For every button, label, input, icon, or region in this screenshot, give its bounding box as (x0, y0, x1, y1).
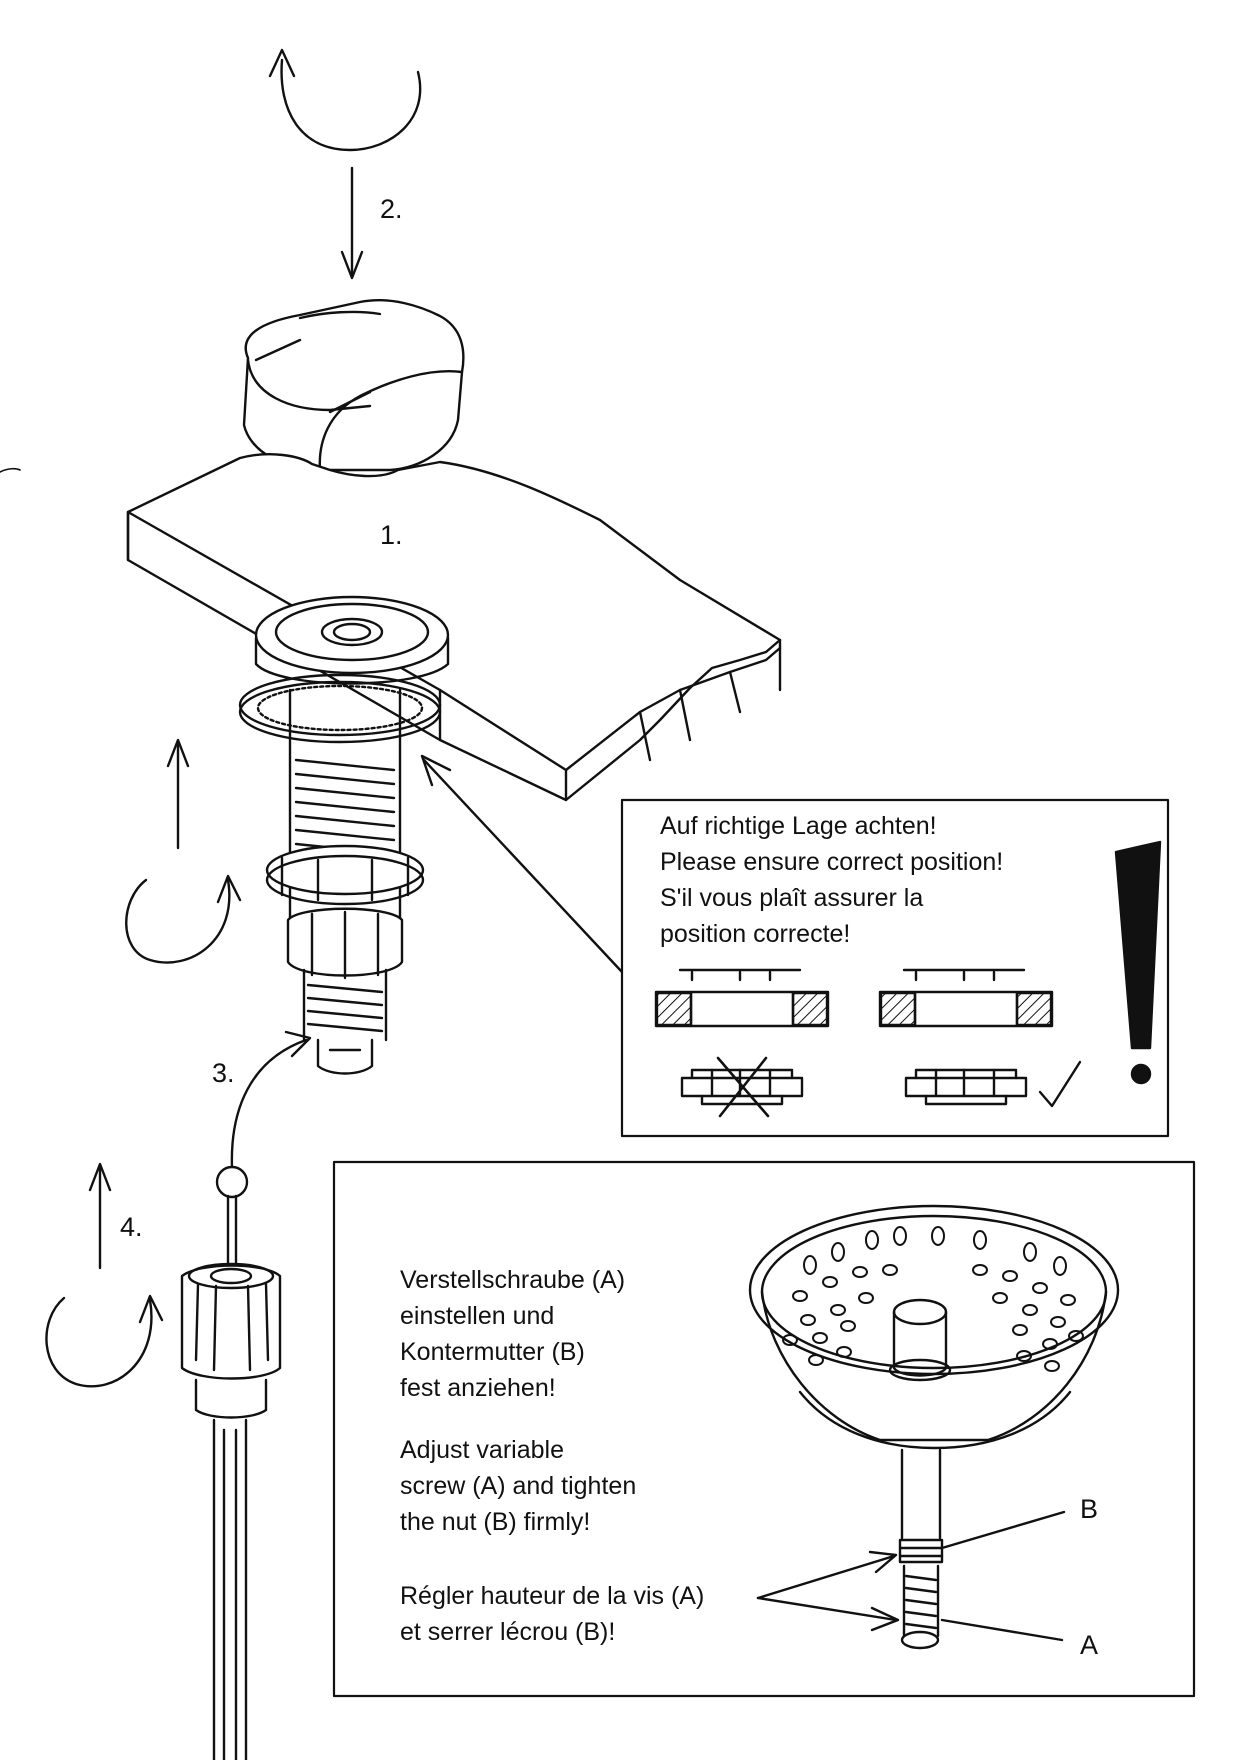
drain-flange (254, 595, 450, 685)
label-a: A (1080, 1630, 1099, 1660)
adjust-line: et serrer lécrou (B)! (400, 1618, 616, 1646)
rotate-arrow-step-4-icon (45, 1294, 164, 1388)
leader-line-b (940, 1510, 1066, 1550)
notice-line: Auf richtige Lage achten! (660, 812, 937, 840)
notice-text: Auf richtige Lage achten! Please ensure … (660, 808, 1003, 952)
strainer-basket (748, 1204, 1120, 1650)
adjust-line: Adjust variable (400, 1436, 564, 1464)
position-diagram-correct (878, 968, 1054, 1106)
notice-line: S'il vous plaît assurer la (660, 884, 924, 912)
step-label-2: 2. (380, 194, 403, 224)
adjust-line: screw (A) and tighten (400, 1472, 637, 1500)
notice-line: Please ensure correct position! (660, 848, 1004, 876)
checkmark-icon (1038, 1060, 1082, 1108)
up-arrow-body (166, 738, 190, 850)
step-label-1: 1. (380, 520, 403, 550)
leader-line-a (940, 1618, 1064, 1642)
position-diagram-wrong (654, 968, 830, 1118)
label-b: B (1080, 1494, 1099, 1524)
countertop-slab (126, 453, 782, 802)
step-label-3: 3. (212, 1058, 235, 1088)
adjust-line: Verstellschraube (A) (400, 1266, 626, 1294)
pointer-arrows-screw (756, 1550, 900, 1632)
up-arrow-step-4 (88, 1162, 112, 1270)
adjust-text-fr: Régler hauteur de la vis (A) et serrer l… (400, 1578, 704, 1650)
cable-connector (180, 1165, 282, 1760)
adjust-line: Kontermutter (B) (400, 1338, 585, 1366)
adjust-line: fest anziehen! (400, 1374, 556, 1402)
control-knob (242, 298, 465, 472)
pointer-arrow-washer (420, 754, 624, 974)
adjust-line: the nut (B) firmly! (400, 1508, 591, 1536)
adjust-text-de: Verstellschraube (A) einstellen und Kont… (400, 1262, 625, 1406)
warning-exclamation-icon (1114, 840, 1162, 1085)
adjust-line: einstellen und (400, 1302, 555, 1330)
rotate-arrow-body-icon (125, 874, 242, 964)
sealing-washer (238, 673, 442, 744)
step-label-4: 4. (120, 1212, 143, 1242)
notice-line: position correcte! (660, 920, 851, 948)
rotate-arrow-icon (268, 48, 422, 152)
adjust-line: Régler hauteur de la vis (A) (400, 1582, 705, 1610)
threaded-body (265, 688, 425, 1075)
down-arrow-step-2 (340, 166, 364, 280)
adjust-text-en: Adjust variable screw (A) and tighten th… (400, 1432, 636, 1540)
curve-arrow-step-3 (230, 1030, 312, 1170)
